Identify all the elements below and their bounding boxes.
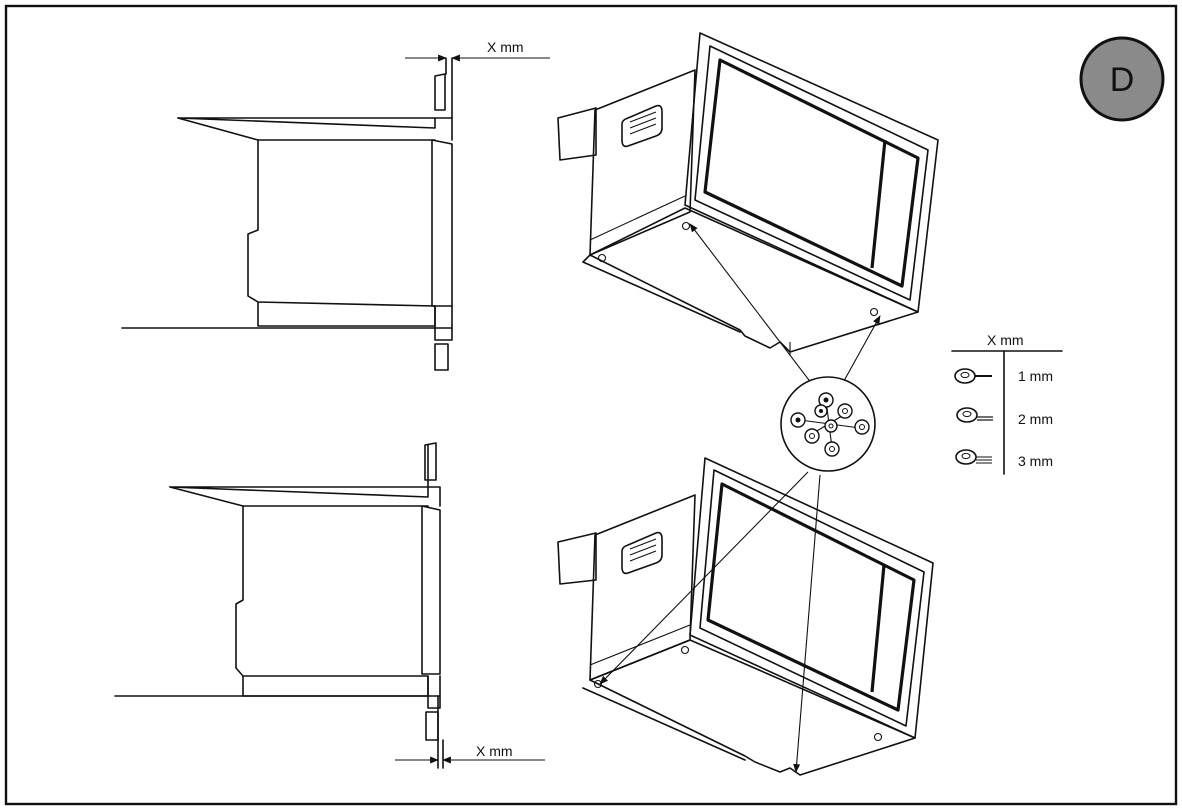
badge-letter: D: [1110, 61, 1135, 99]
spacer-legend: X mm 1 mm 2 mm 3 mm: [951, 332, 1063, 475]
figure-frame: [4, 4, 1178, 806]
legend-row-2-label: 2 mm: [1018, 411, 1053, 427]
appliance-iso-bottom: [557, 457, 934, 776]
bottom-dimension-label: X mm: [476, 743, 513, 759]
spacer-detail-circle: [780, 376, 876, 472]
legend-header: X mm: [987, 332, 1024, 348]
appliance-iso-top: [557, 32, 939, 389]
legend-row-1-label: 1 mm: [1018, 368, 1053, 384]
side-view-bottom: [114, 442, 545, 769]
side-view-top: [121, 54, 550, 371]
spacer-1mm-icon: [954, 368, 992, 384]
figure-badge: D: [1079, 36, 1165, 122]
legend-row-3-label: 3 mm: [1018, 453, 1053, 469]
badge-circle: [1079, 36, 1165, 122]
spacer-3mm-icon: [955, 449, 992, 465]
spacer-parts-icon: [790, 392, 870, 457]
top-dimension-label: X mm: [487, 39, 524, 55]
spacer-2mm-icon: [956, 407, 993, 423]
